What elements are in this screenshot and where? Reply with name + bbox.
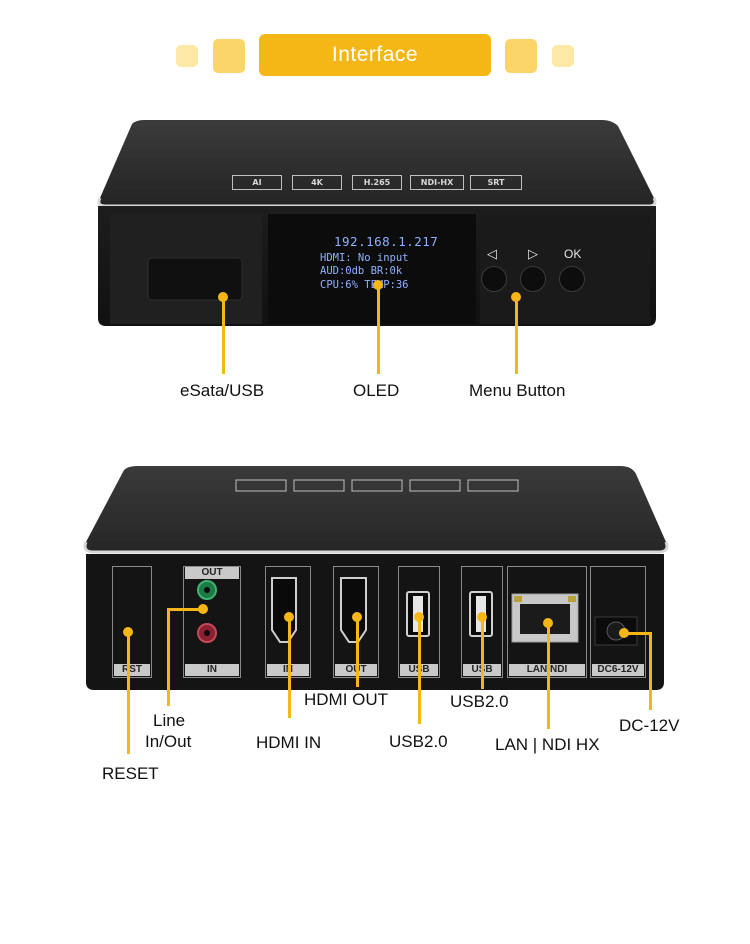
callout-dot-line — [198, 604, 208, 614]
label-usb-a: USB2.0 — [389, 732, 448, 751]
port-label-dc: DC6-12V — [592, 664, 644, 676]
oled-line-2: AUD:0db BR:0k — [320, 265, 403, 277]
label-lan-ndi-hx: LAN | NDI HX — [495, 735, 600, 754]
ok-label: OK — [564, 247, 582, 261]
callout-line-reset — [127, 632, 130, 754]
label-reset: RESET — [102, 764, 159, 783]
oled-line-3: CPU:6% TEMP:36 — [320, 279, 409, 291]
badge-ndi-hx: NDI-HX — [410, 175, 464, 190]
callout-line-hdmi-out — [356, 617, 359, 687]
deco-square-left — [213, 39, 245, 73]
section-title: Interface — [259, 34, 491, 76]
callout-line-usb-a — [418, 617, 421, 724]
deco-square-small-right — [552, 45, 574, 67]
callout-line-menu — [515, 297, 518, 374]
callout-line-line-v — [167, 608, 170, 706]
callout-line-usb-b — [481, 617, 484, 689]
port-label-rst: RST — [114, 664, 150, 676]
label-usb-b: USB2.0 — [450, 692, 509, 711]
port-label-out: OUT — [185, 567, 239, 579]
badge-ai: AI — [232, 175, 282, 190]
device-rear-view: OUT RST IN IN OUT USB USB LAN|NDI DC6-12… — [80, 462, 670, 697]
callout-line-line-h — [167, 608, 205, 611]
callout-line-dc-v — [649, 632, 652, 710]
callout-line-oled — [377, 285, 380, 374]
label-esata-usb: eSata/USB — [180, 381, 265, 400]
label-menu-button: Menu Button — [469, 381, 566, 400]
device-rear-body — [83, 466, 669, 690]
label-line-2: In/Out — [145, 732, 192, 751]
left-arrow-icon: ◁ — [487, 246, 497, 261]
right-arrow-icon: ▷ — [528, 246, 538, 261]
dc-panel — [590, 566, 646, 678]
port-label-in: IN — [185, 664, 239, 676]
oled-ip: 192.168.1.217 — [334, 234, 439, 249]
label-hdmi-in: HDMI IN — [256, 733, 322, 752]
label-oled: OLED — [353, 381, 400, 400]
callout-line-lan — [547, 623, 550, 729]
callout-line-hdmi-in — [288, 617, 291, 718]
badge-4k: 4K — [292, 175, 342, 190]
deco-square-small-left — [176, 45, 198, 67]
callout-line-dc-h — [624, 632, 652, 635]
audio-panel — [183, 566, 241, 678]
menu-right-button — [520, 266, 546, 292]
deco-square-right — [505, 39, 537, 73]
label-dc-12v: DC-12V — [619, 716, 680, 735]
badge-h265: H.265 — [352, 175, 402, 190]
badge-srt: SRT — [470, 175, 522, 190]
oled-line-1: HDMI: No input — [320, 252, 409, 264]
label-line-1: Line — [153, 711, 186, 730]
menu-left-button — [481, 266, 507, 292]
label-hdmi-out: HDMI OUT — [304, 690, 389, 709]
rst-panel — [112, 566, 152, 678]
callout-line-esata — [222, 297, 225, 374]
menu-ok-button — [559, 266, 585, 292]
